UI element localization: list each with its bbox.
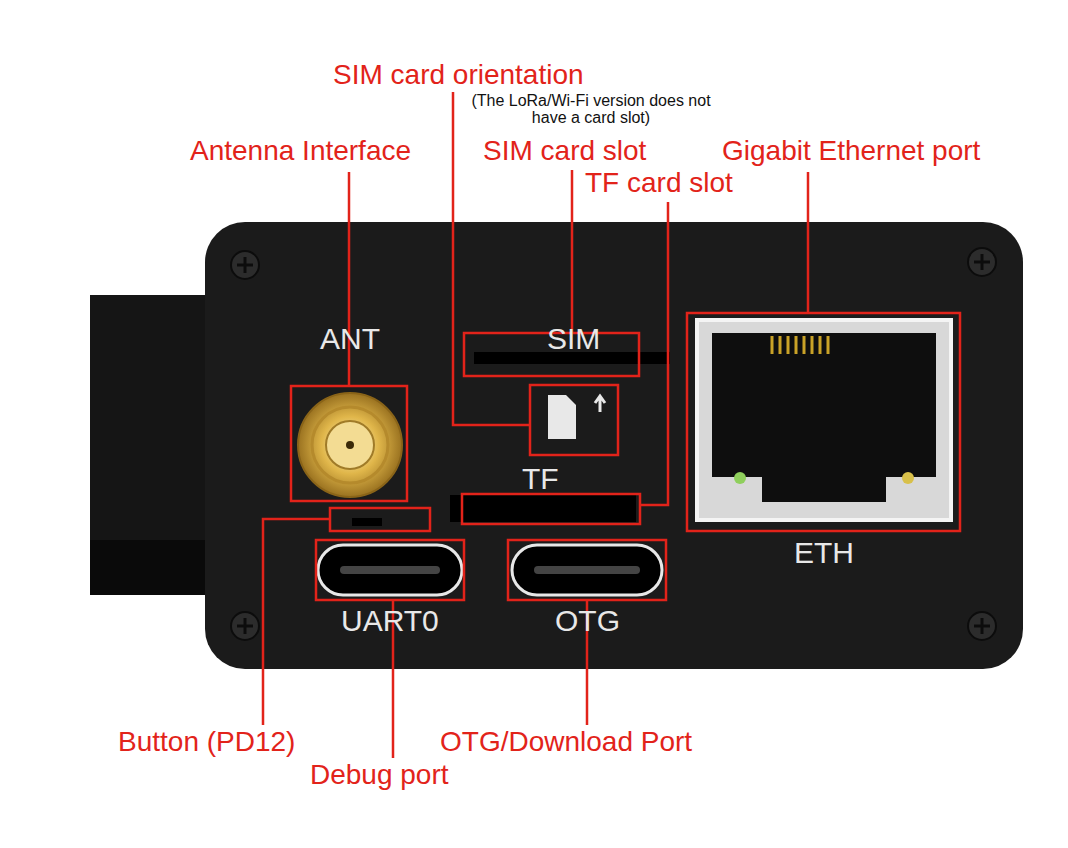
port-marking: OTG: [555, 604, 620, 637]
port-marking: ANT: [320, 322, 380, 355]
port-marking: TF: [522, 462, 559, 495]
callout-label: Debug port: [310, 760, 449, 791]
callout-label: TF card slot: [585, 168, 733, 199]
callout-label: SIM card slot: [483, 136, 646, 167]
callout-label: Button (PD12): [118, 727, 295, 758]
port-marking: ETH: [794, 536, 854, 569]
callout-label: OTG/Download Port: [440, 727, 692, 758]
callout-label: Gigabit Ethernet port: [722, 136, 980, 167]
callout-label: SIM card orientation: [333, 60, 584, 91]
port-marking: SIM: [547, 322, 600, 355]
callout-label: Antenna Interface: [190, 136, 411, 167]
port-marking: UART0: [341, 604, 439, 637]
note-text: (The LoRa/Wi-Fi version does not have a …: [460, 93, 722, 127]
